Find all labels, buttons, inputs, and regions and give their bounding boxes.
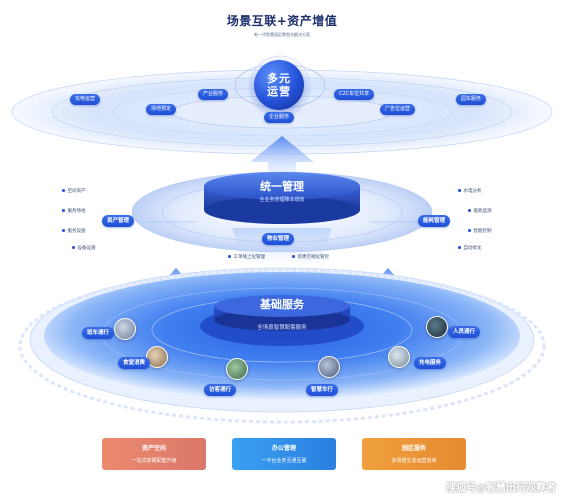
left-label-equipment: 设备设施 — [72, 245, 96, 251]
smart-parking-photo — [318, 356, 340, 378]
shuttle-photo — [114, 318, 136, 340]
visitor-photo — [226, 358, 248, 380]
right-label-energy-monitor: 能耗监测 — [468, 208, 492, 214]
pill-canteen-payment: 食堂消费 — [118, 357, 151, 369]
pill-charging-service: 充电服务 — [414, 357, 447, 369]
pill-venue-booking: 场地预定 — [146, 104, 177, 115]
box-asset-space: 资产空间 一站式软硬配套升级 — [102, 438, 206, 470]
box-office-management-title: 办公管理 — [271, 445, 296, 452]
watermark: 搜狐号@智慧出行观察者 — [446, 483, 556, 494]
pill-smart-parking: 智慧车行 — [306, 384, 339, 396]
right-label-smart-control: 智能控制 — [468, 228, 492, 234]
middle-layer-subtitle: 全业务管理降本增效 — [259, 197, 305, 203]
pill-shuttle-access: 班车通行 — [82, 327, 115, 339]
box-office-management: 办公管理 一平台业务互通互联 — [232, 438, 336, 470]
right-label-auto-optimize: 自动优化 — [458, 245, 482, 251]
pill-personnel-access: 人员通行 — [448, 326, 481, 338]
box-office-management-subtitle: 一平台业务互通互联 — [261, 458, 307, 464]
diagram-subtitle: 新一代智慧园区数智化解决方案 — [254, 32, 310, 37]
box-park-service-title: 园区服务 — [401, 445, 426, 452]
pill-industry-service: 产业服务 — [198, 89, 229, 100]
pill-charging-operation: 充电运营 — [70, 94, 101, 105]
pill-asset-management: 资产管理 — [102, 215, 135, 227]
pill-c2c-parking: C2C车位共享 — [334, 89, 375, 100]
label-patrol: 巡更可视化管控 — [292, 254, 329, 260]
box-park-service-subtitle: 多场景生态运营创收 — [391, 458, 437, 464]
left-label-service-facility: 服务设施 — [62, 228, 86, 234]
base-layer-title: 基础服务 — [260, 298, 304, 311]
charging-photo — [388, 346, 410, 368]
orb-line-1: 多元 — [267, 72, 291, 85]
pill-ad-operation: 广告位运营 — [380, 104, 416, 115]
middle-layer-title: 统一管理 — [260, 180, 304, 193]
pill-enterprise-service: 企业服务 — [264, 112, 295, 123]
personnel-photo — [426, 316, 448, 338]
box-asset-space-title: 资产空间 — [141, 445, 166, 452]
right-label-water-electric: 水电分析 — [458, 188, 482, 194]
base-layer-subtitle: 全场景智慧配套服务 — [257, 325, 307, 331]
left-label-space-assets: 空间资产 — [62, 188, 86, 194]
label-work-order: 工单线上化管理 — [228, 254, 265, 260]
diagram-title: 场景互联+资产增值 — [226, 14, 338, 28]
orb-line-2: 运营 — [267, 85, 291, 98]
box-park-service: 园区服务 多场景生态运营创收 — [362, 438, 466, 470]
left-label-service-venue: 服务场地 — [62, 208, 86, 214]
pill-energy-management: 能耗管理 — [418, 215, 451, 227]
box-asset-space-subtitle: 一站式软硬配套升级 — [131, 458, 177, 464]
pill-park-car-service: 园车服务 — [456, 94, 487, 105]
pill-visitor-access: 访客通行 — [204, 384, 237, 396]
pill-property-management: 物业管理 — [262, 233, 295, 245]
operation-orb: 多元 运营 — [254, 60, 304, 110]
